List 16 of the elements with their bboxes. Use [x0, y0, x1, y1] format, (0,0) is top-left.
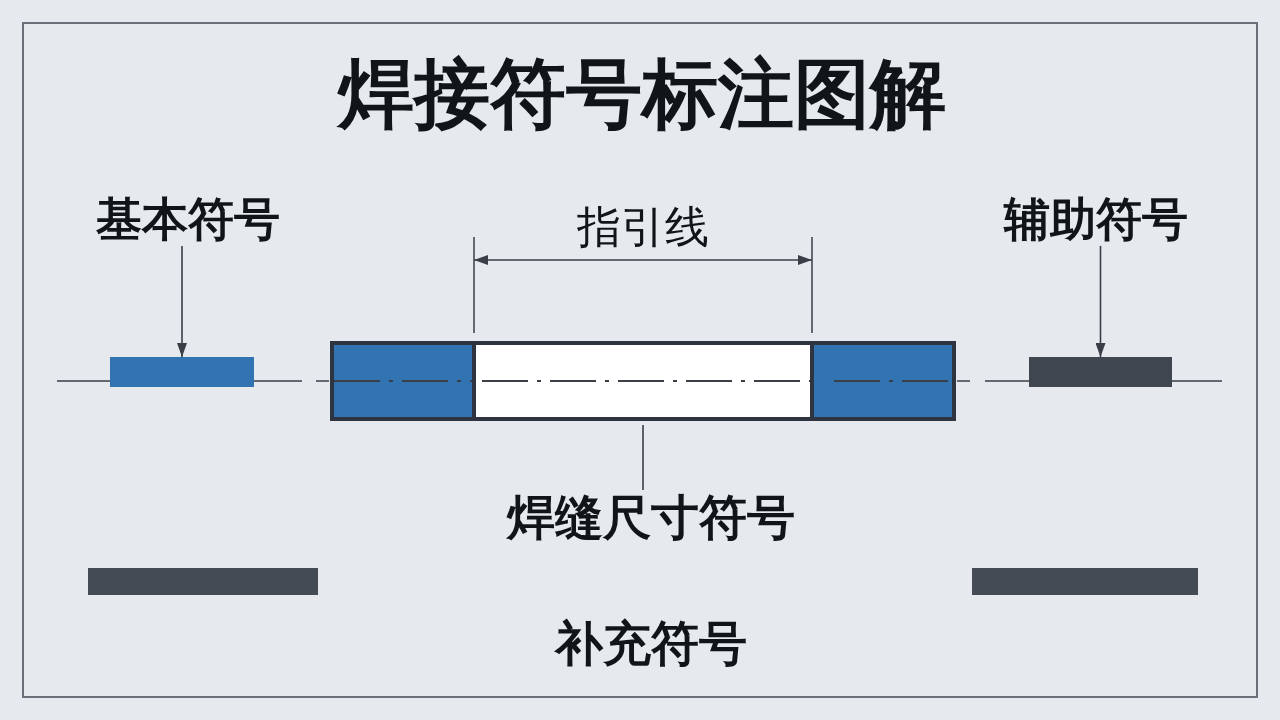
- diagram-title: 焊接符号标注图解: [338, 50, 946, 138]
- symbol-bar: [110, 357, 254, 387]
- symbol-bar: [972, 568, 1198, 595]
- weld-symbol-bar: [330, 341, 956, 421]
- symbol-block: [334, 345, 472, 417]
- leader-line: [642, 424, 644, 491]
- callout-label: 补充符号: [555, 616, 747, 672]
- arrow: [1095, 245, 1106, 358]
- dimension-label: 指引线: [577, 202, 709, 253]
- callout-label: 辅助符号: [1004, 193, 1188, 246]
- callout-label: 基本符号: [96, 193, 280, 246]
- symbol-block: [814, 345, 952, 417]
- symbol-bar: [88, 568, 318, 595]
- callout-label: 焊缝尺寸符号: [507, 490, 795, 546]
- arrow: [177, 245, 187, 358]
- symbol-bar: [1029, 357, 1172, 387]
